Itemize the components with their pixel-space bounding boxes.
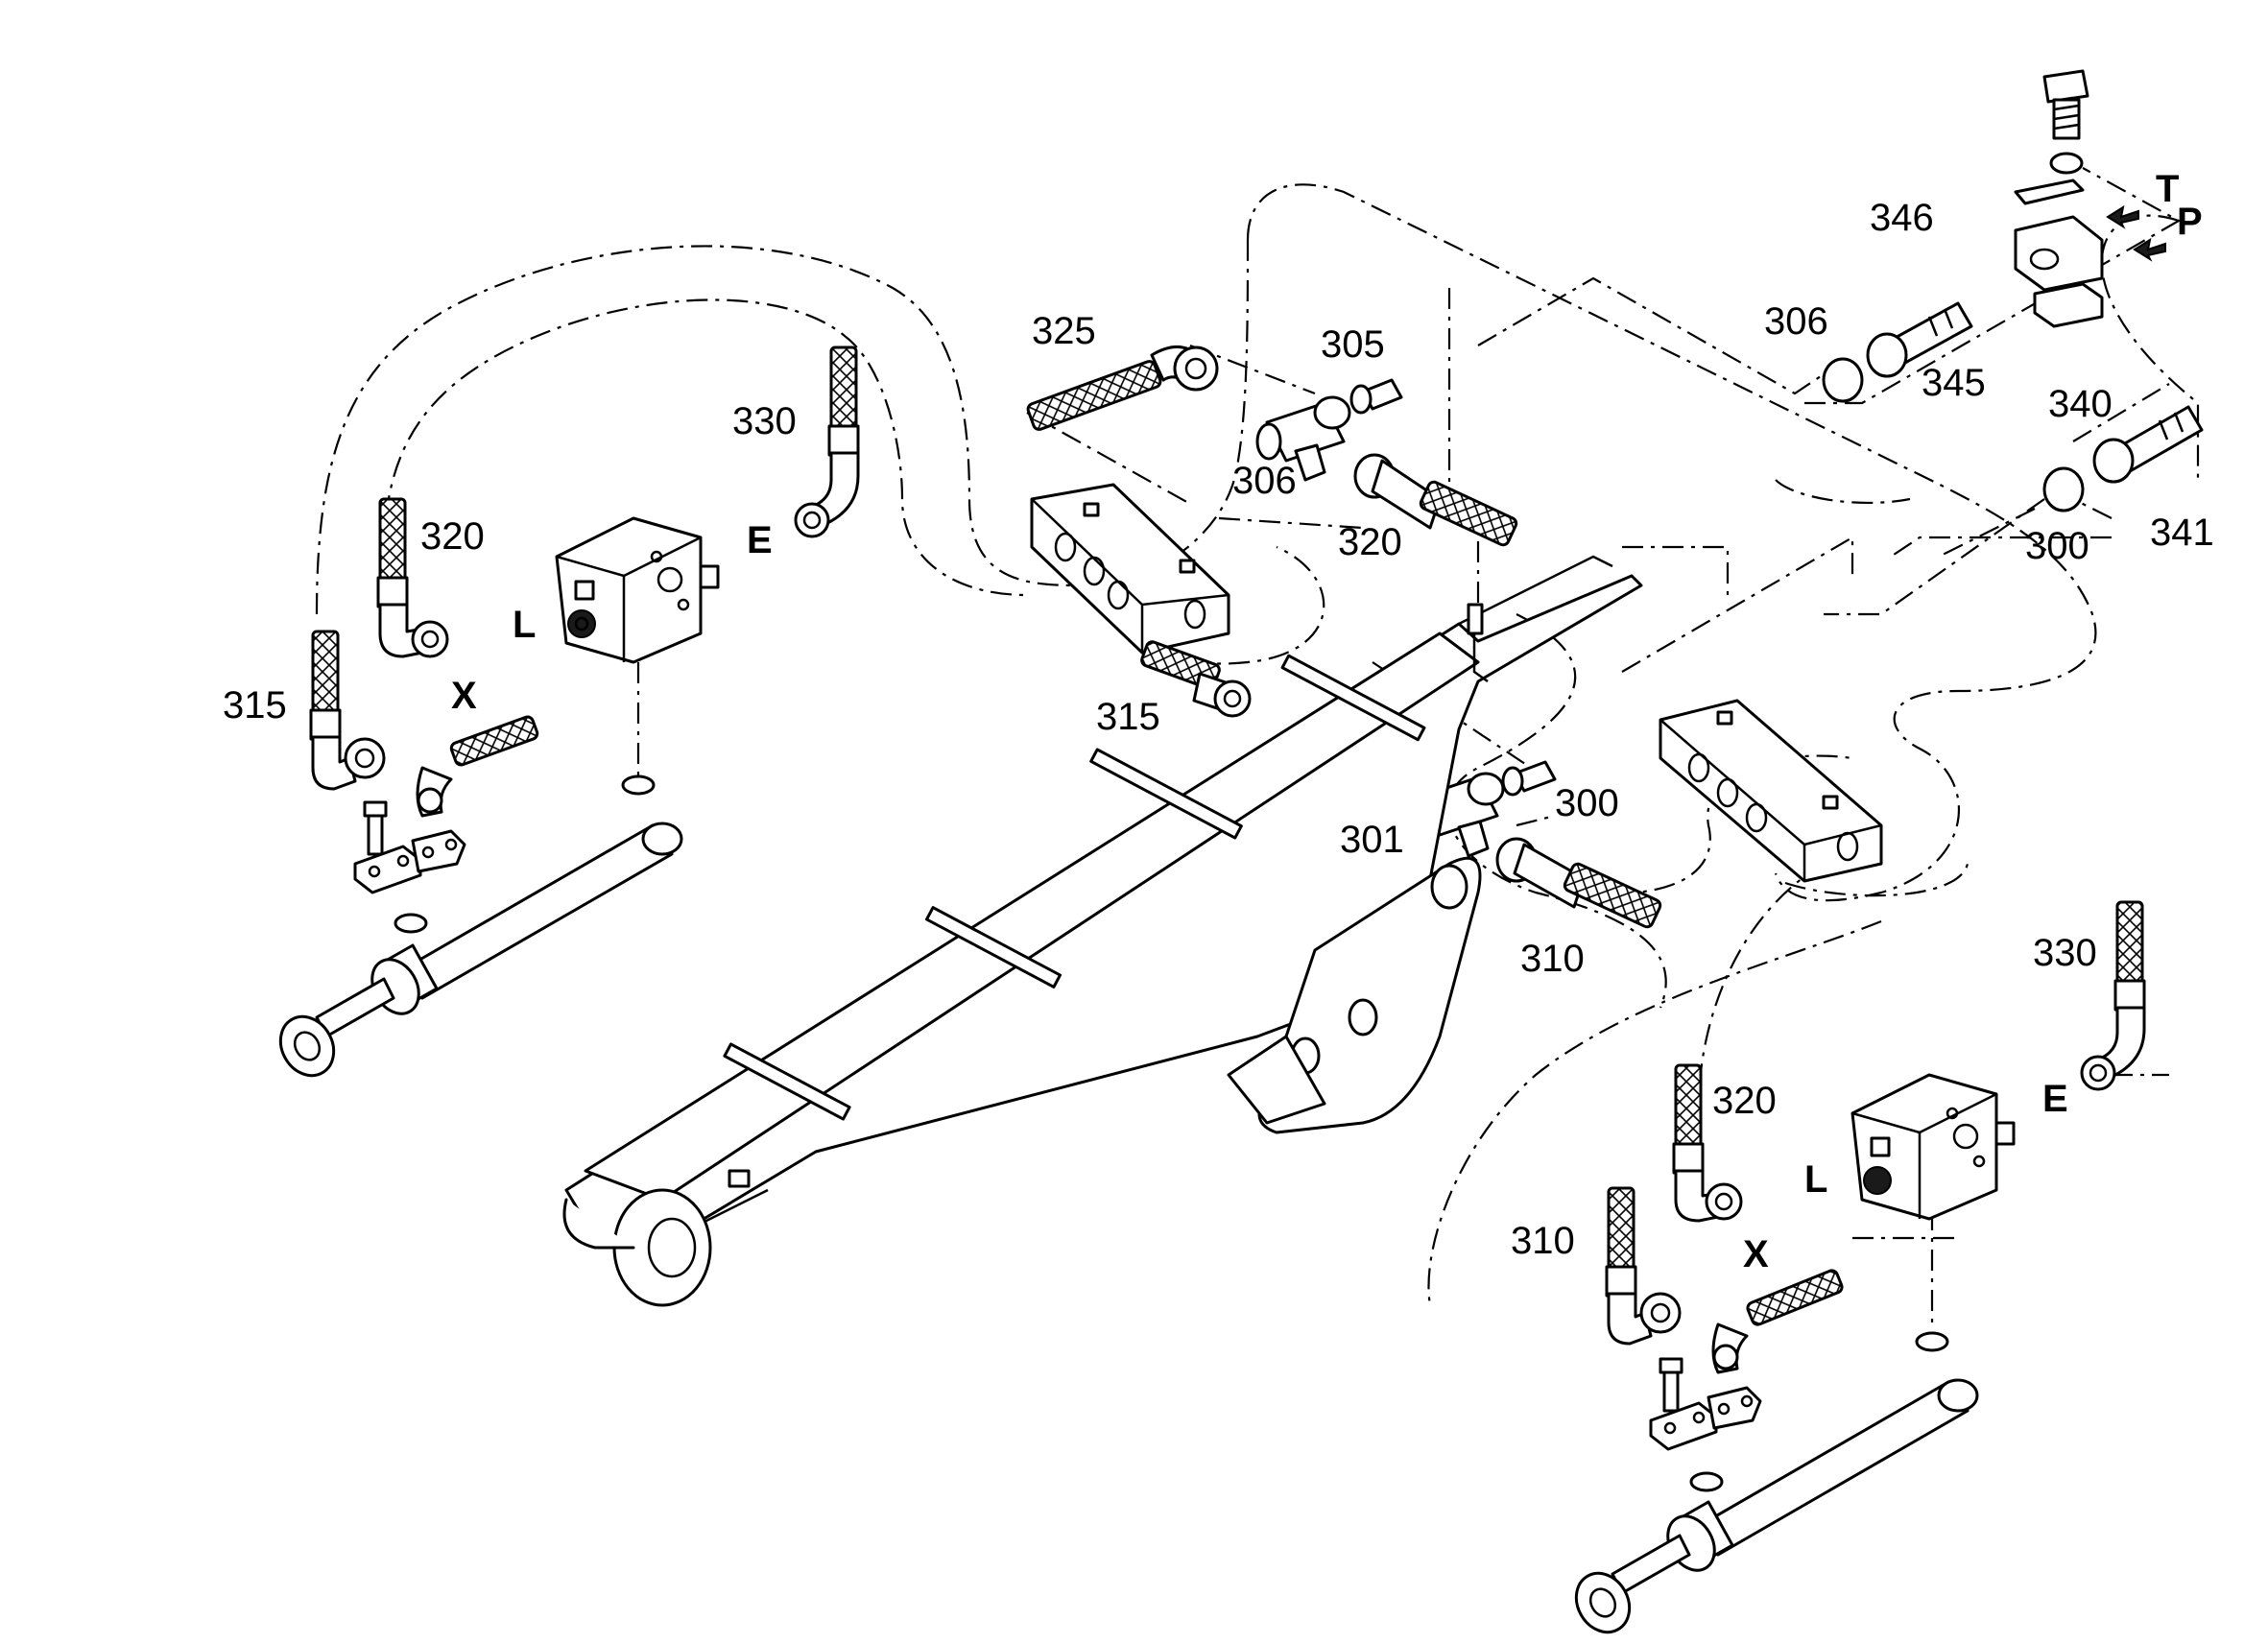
label-330-left: 330 <box>732 400 797 442</box>
flange-kit-right <box>1649 1357 1762 1451</box>
hose-315-mid <box>1140 640 1252 718</box>
label-x-right: X <box>1743 1233 1769 1275</box>
label-310-mid: 310 <box>1520 938 1585 980</box>
left-valve-assembly <box>278 345 860 1078</box>
valve-block-left <box>555 516 720 664</box>
hose-320-left <box>376 497 449 658</box>
arrow-p <box>2133 237 2166 262</box>
fitting-341 <box>2092 405 2204 484</box>
flange-kit-left <box>353 800 466 894</box>
label-345: 345 <box>1922 362 1986 404</box>
arrow-t <box>2106 204 2139 229</box>
bolt-top <box>2042 69 2089 140</box>
right-valve-assembly <box>1574 900 2146 1634</box>
clamp-body-bottom <box>2033 282 2104 328</box>
label-e-right: E <box>2042 1078 2068 1120</box>
label-301: 301 <box>1340 819 1404 861</box>
label-320-left: 320 <box>420 515 485 558</box>
label-306-right: 306 <box>1764 300 1828 343</box>
label-320-mid: 320 <box>1338 521 1402 563</box>
middle-fittings <box>1026 345 1662 929</box>
pressure-connection-top-right <box>1822 69 2204 512</box>
nut-306-right <box>1822 357 1864 403</box>
label-306-mid: 306 <box>1232 460 1297 502</box>
hose-325 <box>1026 345 1219 431</box>
o-ring-top-left <box>621 774 656 796</box>
label-346: 346 <box>1870 197 1934 239</box>
clamp-block-right <box>1659 699 1883 883</box>
clamp-plate-top <box>2014 179 2085 205</box>
label-p: P <box>2177 201 2203 243</box>
o-ring-bottom-left <box>394 913 428 934</box>
adapter-305 <box>1349 378 1403 415</box>
label-340: 340 <box>2048 383 2113 425</box>
clamp-block-top <box>1030 483 1230 655</box>
routing-lines <box>315 167 2200 1324</box>
label-325: 325 <box>1032 310 1096 352</box>
hose-fitting-right <box>1711 1269 1844 1374</box>
washer-top <box>2049 152 2084 175</box>
label-x-left: X <box>451 675 477 717</box>
label-e-left: E <box>747 519 773 561</box>
clamp-body-top <box>2014 215 2104 292</box>
label-300-right: 300 <box>2025 525 2089 567</box>
hose-310-mid <box>1495 837 1662 929</box>
label-l-right: L <box>1804 1158 1827 1201</box>
cylinder-left <box>278 822 683 1078</box>
hose-fitting-left <box>416 715 539 818</box>
hose-330-right <box>2080 900 2146 1091</box>
label-310-right: 310 <box>1511 1220 1575 1262</box>
hose-330-left <box>794 345 860 538</box>
o-ring-top-right <box>1915 1331 1949 1352</box>
hose-315-left <box>309 630 386 791</box>
label-t: T <box>2156 168 2179 210</box>
label-320-right: 320 <box>1712 1080 1777 1122</box>
o-ring-bottom-right <box>1689 1471 1724 1492</box>
label-300-mid: 300 <box>1555 782 1619 824</box>
label-341: 341 <box>2150 512 2214 554</box>
valve-block-right <box>1850 1073 2016 1221</box>
label-l-left: L <box>513 604 536 646</box>
cylinder-right <box>1574 1378 1979 1634</box>
label-315-left: 315 <box>223 684 287 727</box>
boom-arm <box>562 555 1643 1307</box>
hose-320-mid <box>1353 453 1518 547</box>
hose-320-right <box>1672 1063 1743 1223</box>
tee-306-mid <box>1255 395 1351 482</box>
callout-labels: 325 330 320 315 L X E 305 306 320 315 30… <box>223 168 2214 1275</box>
label-330-right: 330 <box>2033 932 2097 974</box>
nut-300-right <box>2042 466 2085 512</box>
fitting-346 <box>1866 301 1973 378</box>
adapter-300-mid <box>1501 760 1557 797</box>
label-305: 305 <box>1321 323 1385 366</box>
label-315-mid: 315 <box>1096 696 1160 738</box>
hose-310-right <box>1605 1186 1682 1346</box>
